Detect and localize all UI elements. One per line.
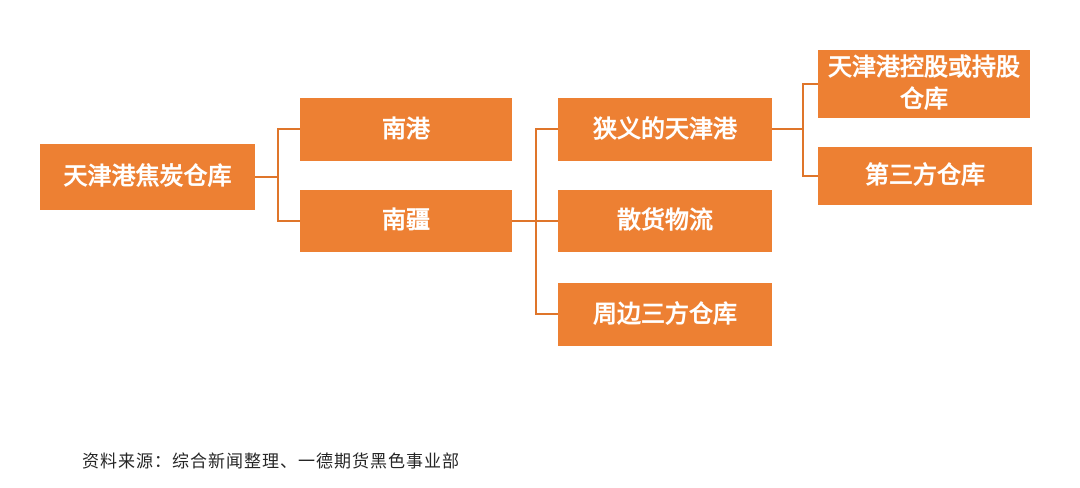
connector-stub-xiayi [535, 128, 558, 130]
node-bulk-cargo-logistics: 散货物流 [558, 190, 772, 252]
node-third-party-warehouse: 第三方仓库 [818, 147, 1032, 205]
connector-stub-disanfang [802, 175, 818, 177]
node-surrounding-third-party-warehouse: 周边三方仓库 [558, 283, 772, 346]
connector-xiayi-branch [772, 128, 802, 130]
node-narrow-tianjin-port: 狭义的天津港 [558, 98, 772, 161]
connector-stub-konggu [802, 83, 818, 85]
connector-xiayi-vertical [802, 83, 804, 177]
source-note: 资料来源：综合新闻整理、一德期货黑色事业部 [82, 452, 460, 471]
connector-root-vertical [277, 128, 279, 222]
connector-stub-nangang [277, 128, 300, 130]
node-tianjin-port-holding-warehouse: 天津港控股或持股仓库 [818, 50, 1030, 118]
connector-root-branch [255, 176, 277, 178]
connector-nanjiang-vertical [535, 128, 537, 315]
node-nanjiang: 南疆 [300, 190, 512, 252]
connector-stub-nanjiang [277, 220, 300, 222]
connector-stub-zhoubian [535, 313, 558, 315]
node-nangang: 南港 [300, 98, 512, 161]
node-tianjin-port-coke-warehouse: 天津港焦炭仓库 [40, 144, 255, 210]
